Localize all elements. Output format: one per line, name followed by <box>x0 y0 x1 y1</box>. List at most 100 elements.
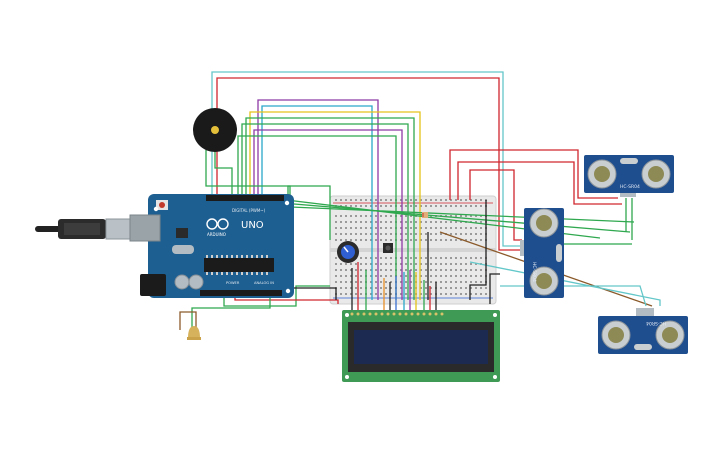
chip-pin <box>246 255 248 258</box>
breadboard-hole <box>440 199 442 201</box>
breadboard-hole <box>450 281 452 283</box>
breadboard-hole <box>420 227 422 229</box>
push-button[interactable] <box>383 243 393 253</box>
breadboard-hole <box>390 263 392 265</box>
breadboard-hole <box>350 221 352 223</box>
breadboard-hole <box>435 275 437 277</box>
breadboard-hole <box>405 215 407 217</box>
breadboard-hole <box>345 269 347 271</box>
breadboard-hole <box>400 269 402 271</box>
breadboard-hole <box>470 281 472 283</box>
breadboard-hole <box>390 215 392 217</box>
breadboard-hole <box>365 263 367 265</box>
breadboard-hole <box>435 269 437 271</box>
breadboard-hole <box>375 275 377 277</box>
ultrasonic-sensor-middle[interactable]: HC-SR04 <box>520 208 564 298</box>
analog-label: ANALOG IN <box>254 281 274 285</box>
wire-red-sensor2 <box>469 169 522 241</box>
breadboard-hole <box>390 227 392 229</box>
breadboard-hole <box>410 205 412 207</box>
breadboard-hole <box>435 263 437 265</box>
breadboard-hole <box>350 287 352 289</box>
lcd-display[interactable] <box>342 310 500 382</box>
breadboard-hole <box>385 257 387 259</box>
chip-pin <box>241 255 243 258</box>
chip-pin <box>231 272 233 275</box>
breadboard-hole <box>470 275 472 277</box>
potentiometer[interactable] <box>337 241 359 263</box>
breadboard-hole <box>460 205 462 207</box>
breadboard-hole <box>475 281 477 283</box>
breadboard-hole <box>385 281 387 283</box>
breadboard-hole <box>460 287 462 289</box>
breadboard-hole <box>445 281 447 283</box>
breadboard-hole <box>355 233 357 235</box>
breadboard-hole <box>480 205 482 207</box>
ultrasonic-sensor-top-right[interactable]: HC-SR04 <box>584 155 674 197</box>
breadboard-hole <box>410 233 412 235</box>
breadboard-hole <box>380 199 382 201</box>
breadboard-hole <box>405 281 407 283</box>
breadboard-hole <box>365 239 367 241</box>
breadboard-hole <box>480 287 482 289</box>
resistor <box>422 212 428 218</box>
breadboard-hole <box>410 221 412 223</box>
breadboard-hole <box>400 293 402 295</box>
breadboard-hole <box>415 199 417 201</box>
breadboard-hole <box>455 281 457 283</box>
breadboard-hole <box>480 199 482 201</box>
breadboard-hole <box>375 257 377 259</box>
breadboard-hole <box>420 269 422 271</box>
breadboard-hole <box>390 293 392 295</box>
resistor-body <box>422 212 428 218</box>
wire-black-2 <box>489 273 500 304</box>
ultrasonic-sensor-bottom-right[interactable]: HC-SR04 <box>598 308 688 354</box>
breadboard-hole <box>345 215 347 217</box>
breadboard-hole <box>380 257 382 259</box>
power-jack <box>140 274 166 296</box>
breadboard-hole <box>355 293 357 295</box>
breadboard-hole <box>405 221 407 223</box>
lcd-pin <box>428 312 432 316</box>
breadboard-hole <box>455 275 457 277</box>
breadboard-hole <box>465 257 467 259</box>
chip-pin <box>211 272 213 275</box>
breadboard-hole <box>390 281 392 283</box>
breadboard-hole <box>350 227 352 229</box>
breadboard-hole <box>405 239 407 241</box>
breadboard-hole <box>350 205 352 207</box>
breadboard-hole <box>400 281 402 283</box>
breadboard-hole <box>420 281 422 283</box>
breadboard-hole <box>465 239 467 241</box>
chip-pin <box>261 255 263 258</box>
breadboard-hole <box>365 227 367 229</box>
led[interactable] <box>187 326 201 340</box>
breadboard-hole <box>430 269 432 271</box>
breadboard-hole <box>445 293 447 295</box>
breadboard-hole <box>455 239 457 241</box>
buzzer[interactable] <box>193 108 237 152</box>
breadboard-hole <box>375 287 377 289</box>
breadboard-hole <box>370 215 372 217</box>
breadboard-hole <box>475 239 477 241</box>
breadboard-hole <box>475 293 477 295</box>
arduino-uno[interactable]: DIGITAL (PWM~) UNO ARDUINO POWER ANALOG … <box>35 194 294 298</box>
breadboard-hole <box>400 215 402 217</box>
chip-pin <box>216 272 218 275</box>
breadboard-hole <box>410 287 412 289</box>
breadboard-hole <box>410 215 412 217</box>
lcd-pin <box>422 312 426 316</box>
breadboard-hole <box>465 233 467 235</box>
breadboard-hole <box>390 287 392 289</box>
breadboard-hole <box>415 269 417 271</box>
sensor-mesh-bottom <box>536 273 552 289</box>
breadboard-hole <box>340 275 342 277</box>
breadboard-hole <box>460 275 462 277</box>
atmega-chip <box>204 258 274 272</box>
chip-pin <box>256 272 258 275</box>
chip-pin <box>266 255 268 258</box>
breadboard-hole <box>460 293 462 295</box>
breadboard-hole <box>390 239 392 241</box>
breadboard-hole <box>430 263 432 265</box>
breadboard-hole <box>480 227 482 229</box>
